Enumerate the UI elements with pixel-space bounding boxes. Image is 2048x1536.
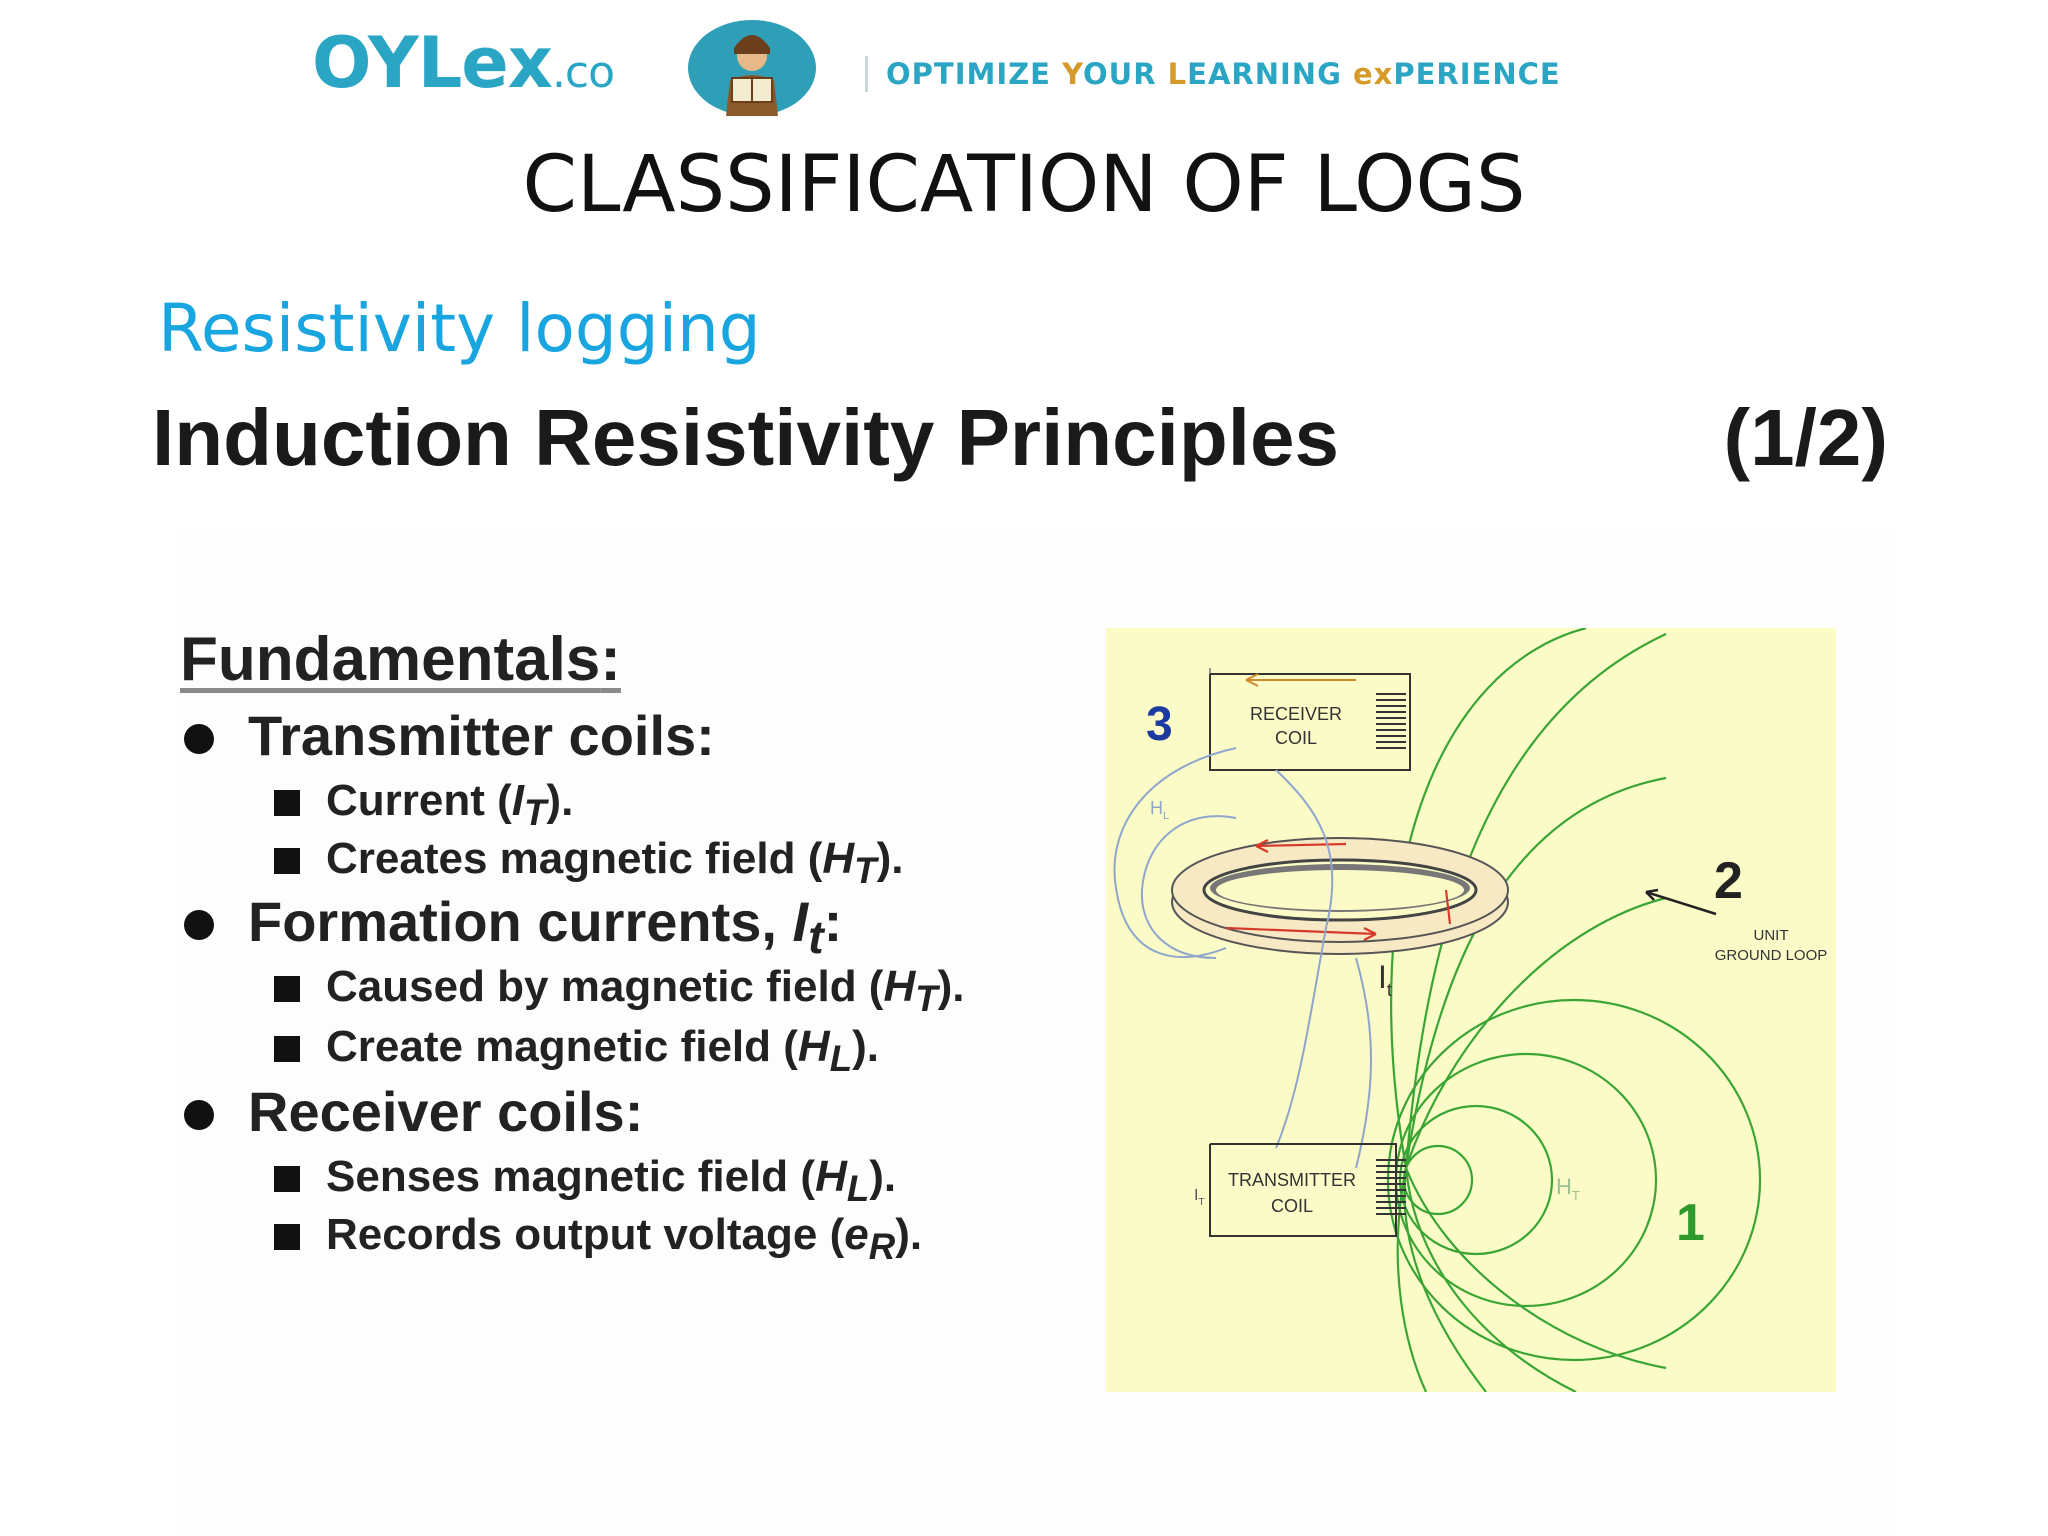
label-2: 2 xyxy=(1714,852,1743,910)
svg-text:UNIT: UNIT xyxy=(1754,927,1789,944)
label-it-tx: IT xyxy=(1194,1187,1205,1208)
svg-text:RECEIVER: RECEIVER xyxy=(1250,704,1342,724)
receiver-coil: RECEIVER COIL xyxy=(1209,668,1411,771)
induction-diagram: RECEIVER COIL TRANSMITTER COIL xyxy=(1106,628,1836,1392)
label-it: It xyxy=(1378,959,1392,1000)
svg-text:TRANSMITTER: TRANSMITTER xyxy=(1228,1170,1356,1190)
label-hl: HL xyxy=(1150,798,1169,822)
slide-title: CLASSIFICATION OF LOGS xyxy=(522,140,1526,230)
label-1: 1 xyxy=(1676,1194,1705,1252)
field-loops-blue xyxy=(1113,747,1372,1169)
label-3: 3 xyxy=(1146,698,1173,751)
label-ht: HT xyxy=(1556,1174,1580,1203)
logo-main-text: OYLex xyxy=(312,22,553,104)
site-logo[interactable]: OYLex.co xyxy=(312,22,615,104)
ground-loop-ring xyxy=(1171,837,1509,955)
section-title: Resistivity logging xyxy=(158,290,761,367)
fundamentals-title: Fundamentals: xyxy=(180,625,621,694)
diagram-background xyxy=(1106,628,1836,1392)
slide-heading: Induction Resistivity Principles xyxy=(152,393,1339,482)
svg-text:GROUND LOOP: GROUND LOOP xyxy=(1715,947,1828,964)
site-header: OYLex.co OPTIMIZE YOUR LEARNING exPERIEN… xyxy=(0,0,2048,140)
transmitter-coil: TRANSMITTER COIL xyxy=(1209,1143,1406,1237)
page-indicator: (1/2) xyxy=(1723,393,1889,482)
site-tagline: OPTIMIZE YOUR LEARNING exPERIENCE xyxy=(865,56,1561,92)
reader-avatar-icon xyxy=(688,20,816,116)
svg-text:COIL: COIL xyxy=(1275,728,1317,748)
magnetic-field-lines xyxy=(1386,628,1762,1392)
logo-suffix-text: .co xyxy=(551,47,615,98)
svg-text:COIL: COIL xyxy=(1271,1196,1313,1216)
